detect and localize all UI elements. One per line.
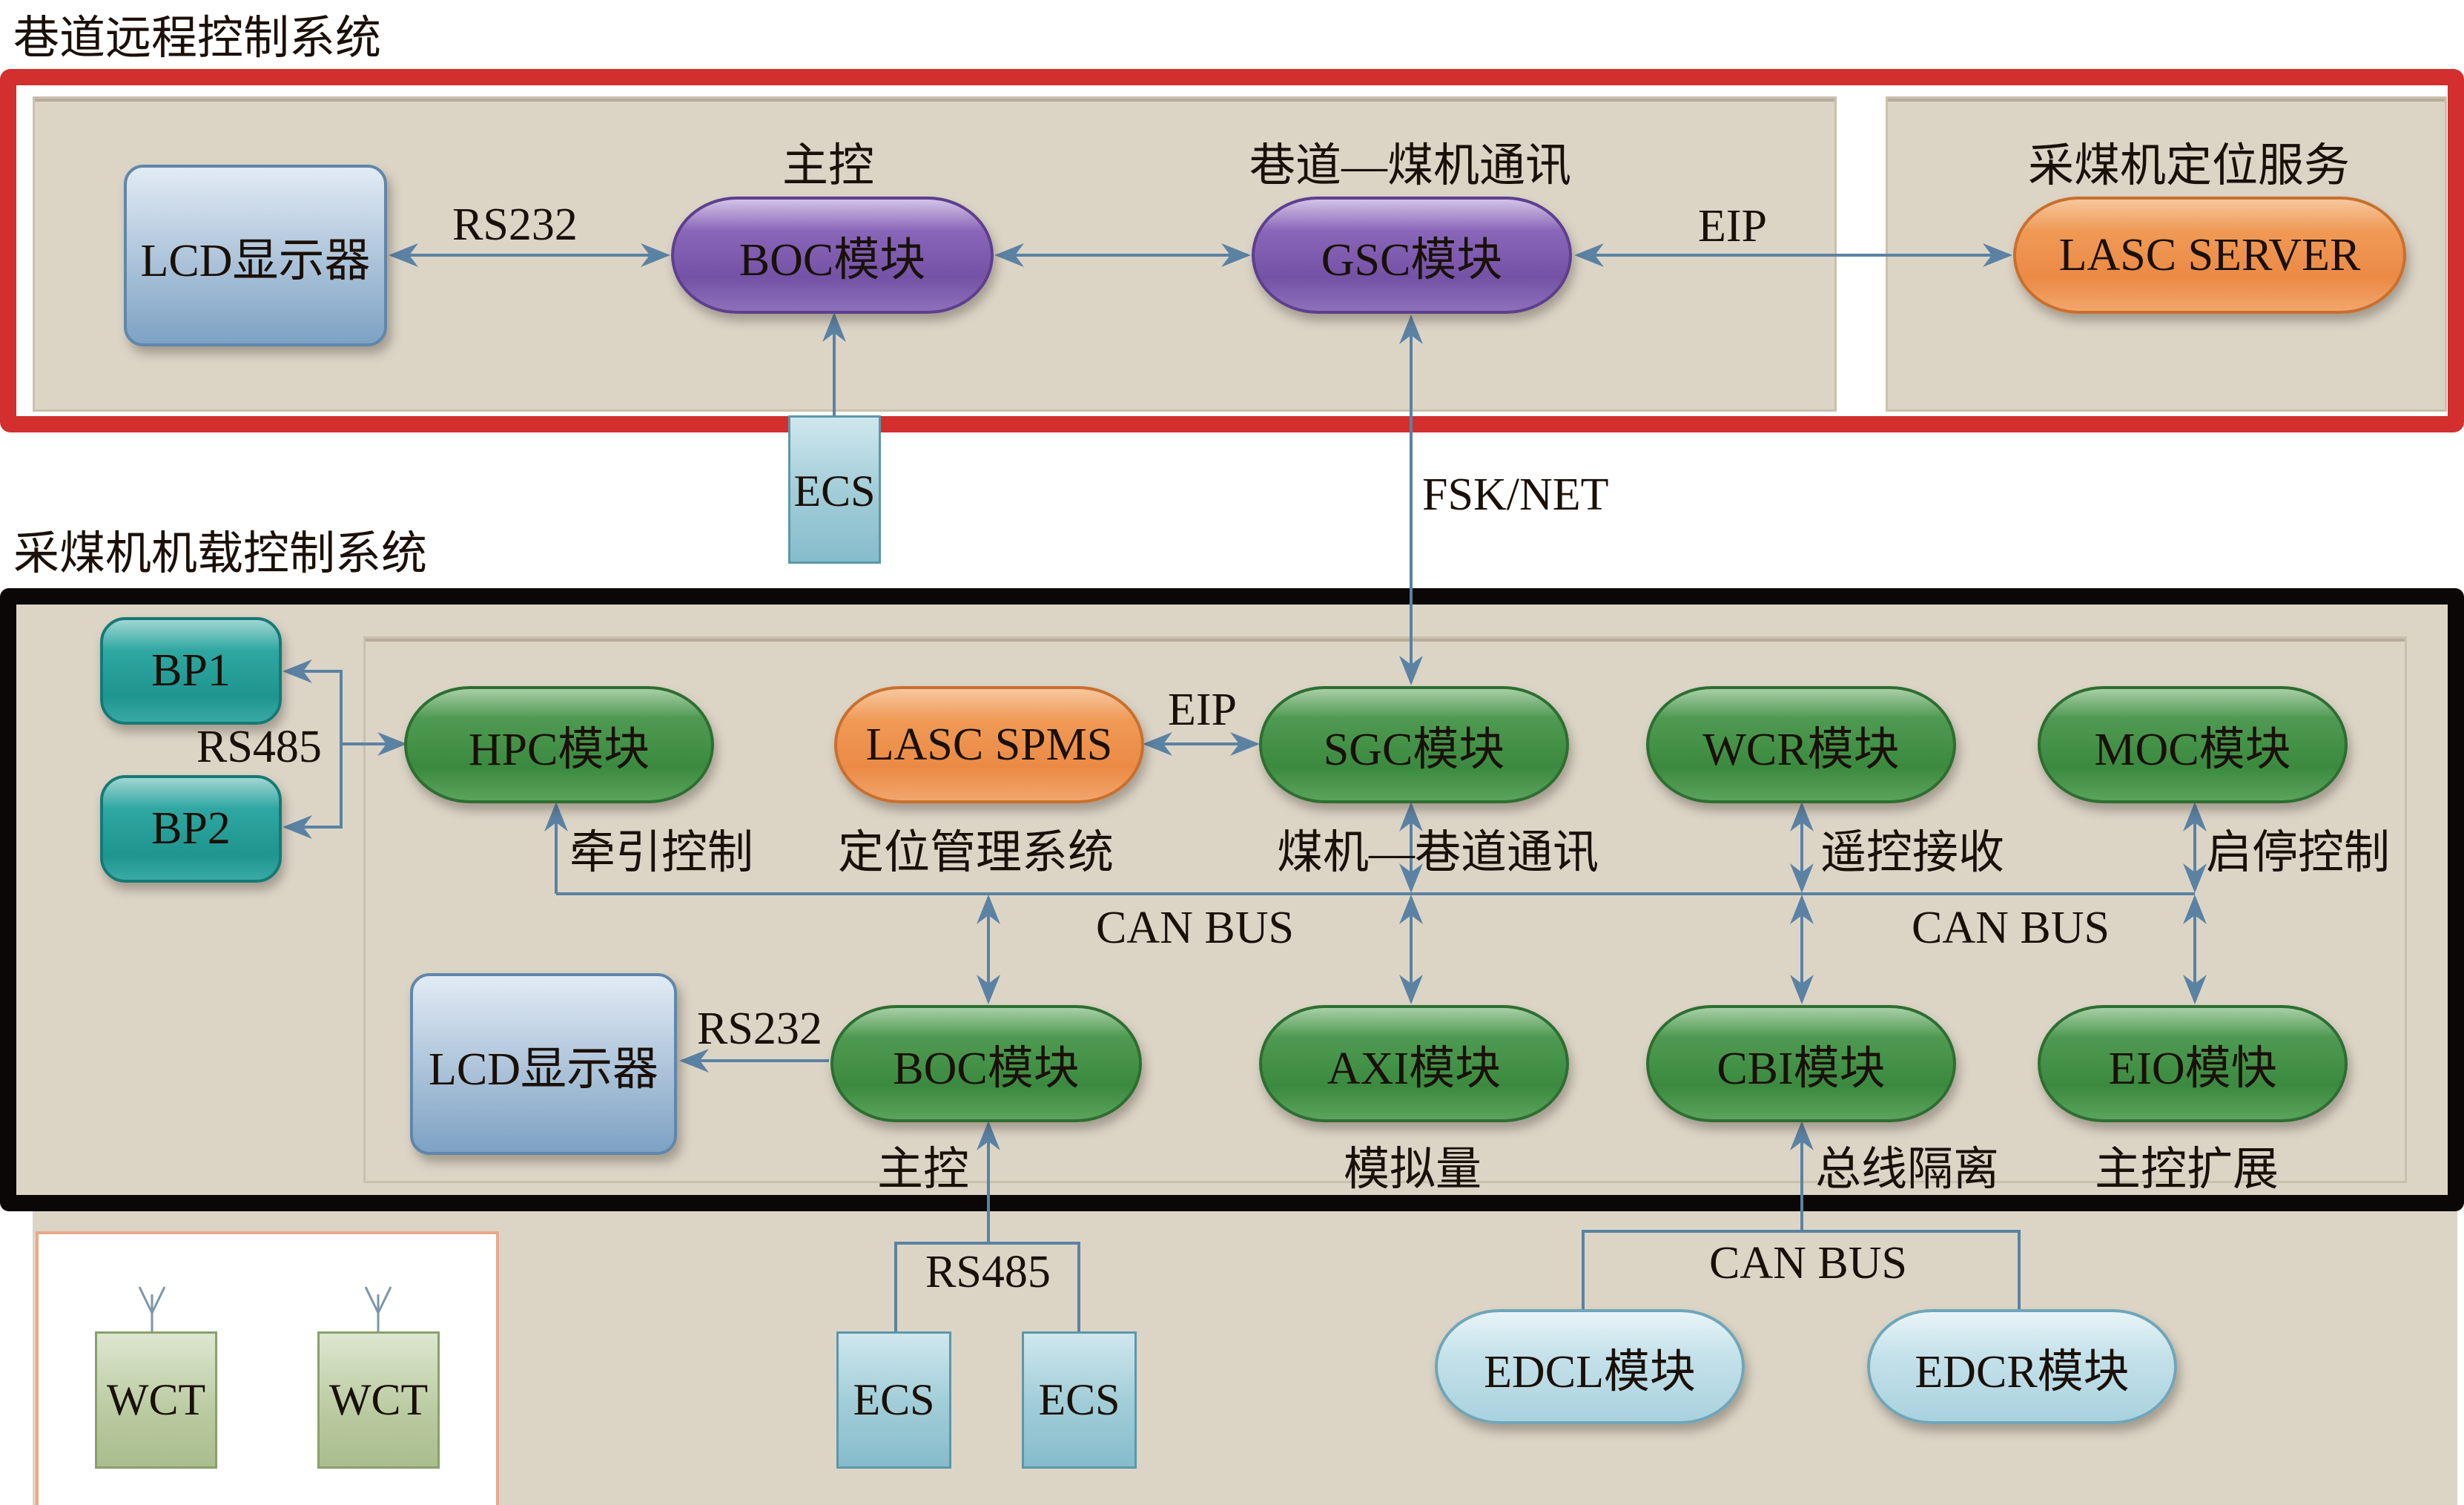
hpc-caption: 牵引控制 <box>569 828 754 878</box>
lasc-server-module[interactable]: LASC SERVER <box>2013 197 2406 314</box>
onboard-rs232-label: RS232 <box>697 1004 822 1054</box>
bp2-unit[interactable]: BP2 <box>100 775 282 883</box>
can-bus-label-left: CAN BUS <box>1096 903 1295 953</box>
bp1-unit[interactable]: BP1 <box>100 617 282 725</box>
roadway-lcd-display[interactable]: LCD显示器 <box>124 165 387 346</box>
onboard-boc-module[interactable]: BOC模块 <box>830 1005 1142 1122</box>
external-rs485-label: RS485 <box>925 1247 1051 1297</box>
axi-module[interactable]: AXI模块 <box>1259 1005 1569 1122</box>
ecs-unit-1[interactable]: ECS <box>836 1331 951 1469</box>
sgc-caption: 煤机—巷道通讯 <box>1277 828 1599 878</box>
hpc-module[interactable]: HPC模块 <box>404 686 714 803</box>
roadway-eip-label: EIP <box>1698 201 1767 251</box>
gsc-module[interactable]: GSC模块 <box>1252 197 1572 314</box>
wcr-caption: 遥控接收 <box>1820 828 2005 878</box>
lasc-server-caption: 采煤机定位服务 <box>2028 141 2351 191</box>
axi-caption: 模拟量 <box>1344 1145 1482 1195</box>
roadway-system-title: 巷道远程控制系统 <box>13 13 382 64</box>
gsc-caption: 巷道—煤机通讯 <box>1249 141 1572 191</box>
sgc-module[interactable]: SGC模块 <box>1259 686 1569 803</box>
onboard-boc-caption: 主控 <box>877 1145 970 1195</box>
external-can-bus-label: CAN BUS <box>1709 1238 1908 1288</box>
moc-module[interactable]: MOC模块 <box>2038 686 2348 803</box>
eio-caption: 主控扩展 <box>2095 1145 2279 1195</box>
cbi-module[interactable]: CBI模块 <box>1646 1005 1956 1122</box>
edcl-module[interactable]: EDCL模块 <box>1435 1309 1745 1424</box>
roadway-system-frame <box>0 69 2464 432</box>
roadway-boc-module[interactable]: BOC模块 <box>671 197 994 314</box>
roadway-rs232-label: RS232 <box>452 200 578 250</box>
lasc-spms-module[interactable]: LASC SPMS <box>834 686 1144 803</box>
wct-terminal-1[interactable]: WCT <box>95 1331 217 1469</box>
can-bus-label-right: CAN BUS <box>1912 903 2110 953</box>
onboard-rs485-label: RS485 <box>196 722 322 772</box>
roadway-ecs[interactable]: ECS <box>788 415 881 564</box>
wct-terminal-2[interactable]: WCT <box>317 1331 440 1469</box>
fsk-net-label: FSK/NET <box>1422 470 1609 520</box>
onboard-system-frame <box>0 588 2464 1211</box>
ecs-unit-2[interactable]: ECS <box>1022 1331 1137 1469</box>
moc-caption: 启停控制 <box>2206 828 2391 878</box>
wcr-module[interactable]: WCR模块 <box>1646 686 1956 803</box>
roadway-boc-caption: 主控 <box>782 141 875 191</box>
lasc-spms-caption: 定位管理系统 <box>838 828 1114 878</box>
eio-module[interactable]: EIO模快 <box>2038 1005 2348 1122</box>
edcr-module[interactable]: EDCR模块 <box>1867 1309 2177 1424</box>
wire-bp-bus <box>283 659 343 839</box>
cbi-caption: 总线隔离 <box>1815 1145 2000 1195</box>
onboard-lcd-display[interactable]: LCD显示器 <box>410 973 677 1155</box>
onboard-eip-label: EIP <box>1168 685 1237 735</box>
onboard-system-title: 采煤机机载控制系统 <box>13 529 428 579</box>
